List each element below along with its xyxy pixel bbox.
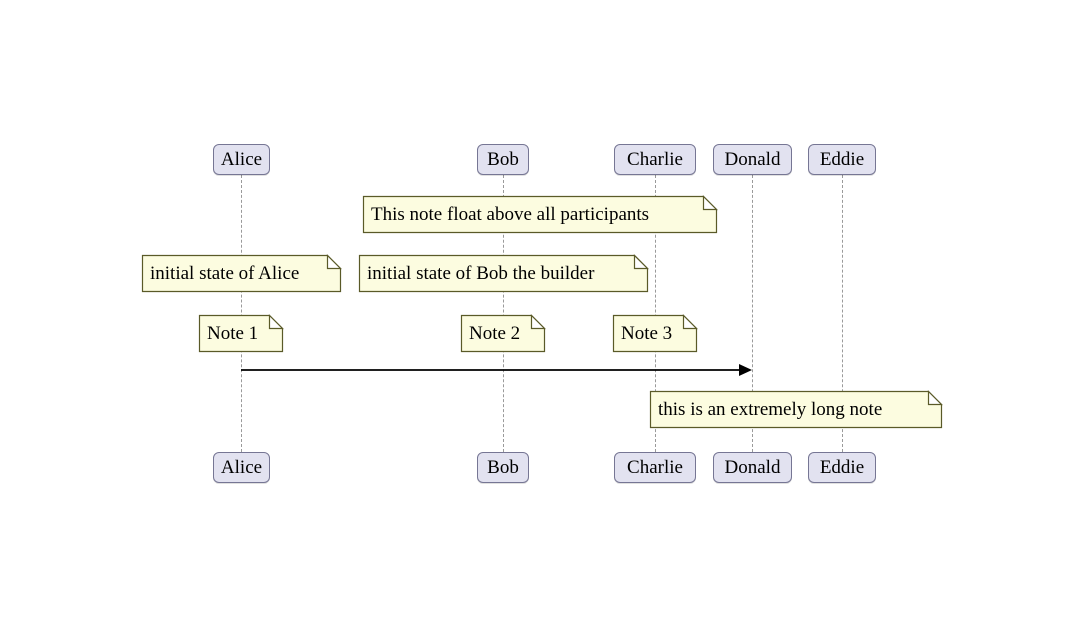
- note-3[interactable]: Note 3: [612, 314, 698, 353]
- note-shape: [141, 254, 342, 293]
- lifeline-charlie: [655, 175, 656, 452]
- participant-bottom-charlie[interactable]: Charlie: [614, 452, 696, 483]
- participant-bottom-donald[interactable]: Donald: [713, 452, 792, 483]
- note-shape: [460, 314, 546, 353]
- lifeline-bob: [503, 175, 504, 452]
- participant-bottom-eddie[interactable]: Eddie: [808, 452, 876, 483]
- note-over-all[interactable]: This note float above all participants: [362, 195, 718, 234]
- participant-label: Bob: [487, 457, 519, 478]
- participant-label: Donald: [724, 457, 781, 478]
- note-2[interactable]: Note 2: [460, 314, 546, 353]
- participant-label: Alice: [220, 457, 263, 478]
- participant-top-eddie[interactable]: Eddie: [808, 144, 876, 175]
- participant-top-donald[interactable]: Donald: [713, 144, 792, 175]
- note-shape: [649, 390, 943, 429]
- participant-bottom-bob[interactable]: Bob: [477, 452, 529, 483]
- note-text: Note 1: [207, 323, 259, 344]
- message-arrow: [241, 364, 752, 376]
- note-shape: [358, 254, 649, 293]
- participant-label: Alice: [220, 149, 263, 170]
- message-alice-to-donald[interactable]: [227, 358, 766, 382]
- participant-bottom-alice[interactable]: Alice: [213, 452, 270, 483]
- note-shape: [198, 314, 284, 353]
- participant-top-bob[interactable]: Bob: [477, 144, 529, 175]
- participant-label: Eddie: [819, 457, 865, 478]
- note-text: this is an extremely long note: [658, 399, 883, 420]
- note-text: This note float above all participants: [371, 204, 650, 225]
- note-text: Note 2: [469, 323, 521, 344]
- note-text: initial state of Bob the builder: [367, 263, 595, 284]
- note-shape: [362, 195, 718, 234]
- note-text: initial state of Alice: [150, 263, 300, 284]
- participant-label: Charlie: [627, 457, 683, 478]
- participant-label: Eddie: [819, 149, 865, 170]
- participant-label: Charlie: [627, 149, 683, 170]
- note-alice-initial[interactable]: initial state of Alice: [141, 254, 342, 293]
- lifeline-alice: [241, 175, 242, 452]
- participant-top-charlie[interactable]: Charlie: [614, 144, 696, 175]
- note-1[interactable]: Note 1: [198, 314, 284, 353]
- participant-top-alice[interactable]: Alice: [213, 144, 270, 175]
- note-text: Note 3: [621, 323, 673, 344]
- note-shape: [612, 314, 698, 353]
- lifeline-donald: [752, 175, 753, 452]
- participant-label: Bob: [487, 149, 519, 170]
- participant-label: Donald: [724, 149, 781, 170]
- lifeline-eddie: [842, 175, 843, 452]
- note-long[interactable]: this is an extremely long note: [649, 390, 943, 429]
- note-bob-initial[interactable]: initial state of Bob the builder: [358, 254, 649, 293]
